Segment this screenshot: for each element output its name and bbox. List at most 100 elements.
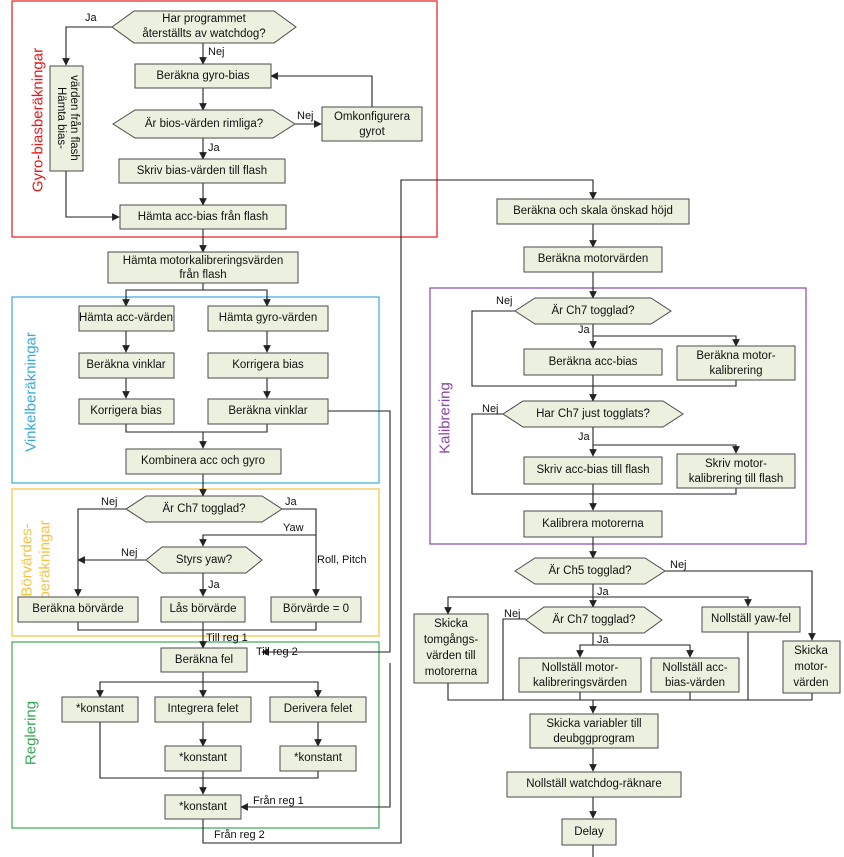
node-berakna-vinklar-right[interactable]: Beräkna vinklar — [207, 398, 329, 425]
node-derivera-text: Derivera felet — [284, 703, 353, 715]
node-hamta-motorkal-line-2: från flash — [179, 269, 226, 281]
node-skicka-motorvarden[interactable]: Skicka motor- värden — [782, 640, 841, 694]
node-skicka-tomgang[interactable]: Skicka tomgångs- värden till motorerna — [413, 613, 489, 684]
node-berakna-vinklar-left[interactable]: Beräkna vinklar — [78, 352, 175, 379]
node-derivera[interactable]: Derivera felet — [269, 696, 367, 723]
node-berakna-motor-kal[interactable]: Beräkna motor- kalibrering — [676, 345, 796, 381]
edge-label-roll-pitch: Roll, Pitch — [317, 554, 367, 566]
edge-fel-split — [99, 672, 319, 697]
node-hamta-acc[interactable]: Hämta acc-värden — [78, 305, 175, 332]
node-berakna-borvarde[interactable]: Beräkna börvärde — [17, 596, 139, 623]
node-korrigera-bias-left-text: Korrigera bias — [90, 405, 162, 417]
node-nollstall-acc-bias-line-2: bias-värden — [665, 677, 725, 689]
node-borvarde-noll[interactable]: Börvärde = 0 — [270, 596, 362, 623]
edge-vinklar-to-reg — [261, 410, 391, 656]
node-ch7-question-kal[interactable]: Är Ch7 togglad? — [514, 297, 672, 325]
edge-label-ja-5: Ja — [578, 324, 591, 336]
node-bias-question[interactable]: Är bios-värden rimliga? — [112, 109, 296, 139]
node-hamta-bias-flash-line-2: värden från flash — [68, 75, 80, 161]
node-skicka-motorvarden-line-3: värden — [793, 677, 828, 689]
node-delay[interactable]: Delay — [561, 818, 617, 846]
node-skriv-bias-flash[interactable]: Skriv bias-värden till flash — [118, 158, 286, 184]
node-nollstall-motor-kal[interactable]: Nollställ motor- kalibreringsvärden — [518, 657, 642, 693]
node-berakna-motorvarden[interactable]: Beräkna motorvärden — [523, 246, 663, 273]
node-berakna-hojd-text: Beräkna och skala önskad höjd — [513, 205, 673, 217]
edge-label-nej-8: Nej — [504, 608, 521, 620]
edge-label-yaw: Yaw — [283, 522, 304, 534]
node-omkonfigurera[interactable]: Omkonfigurera gyrot — [321, 106, 423, 142]
edge-label-nej-3: Nej — [101, 496, 118, 508]
node-ch5-question[interactable]: Är Ch5 togglad? — [514, 557, 666, 585]
node-hamta-bias-flash[interactable]: Hämta bias- värden från flash — [49, 65, 84, 172]
edge-watchdog-yes — [62, 26, 112, 66]
node-las-borvarde-text: Lås börvärde — [169, 603, 236, 615]
edge-label-ja-6: Ja — [578, 431, 591, 443]
edge-label-nej-6: Nej — [482, 403, 499, 415]
node-hamta-gyro[interactable]: Hämta gyro-värden — [207, 305, 329, 332]
edge-ch7kal-split — [593, 335, 740, 347]
node-konstant-3[interactable]: *konstant — [279, 745, 357, 772]
node-ch7-just-question-text: Har Ch7 just togglats? — [536, 408, 650, 420]
edge-ch7low-no — [502, 618, 526, 700]
group-title-vinkel: Vinkelberäkningar — [23, 332, 40, 452]
node-nollstall-acc-bias[interactable]: Nollställ acc- bias-värden — [650, 657, 740, 693]
node-berakna-gyro-bias-text: Beräkna gyro-bias — [156, 70, 250, 82]
edge-label-till-reg-2: Till reg 2 — [256, 646, 298, 658]
node-watchdog-question-line-1: Har programmet — [162, 13, 247, 25]
node-ch7-question-left[interactable]: Är Ch7 togglad? — [125, 495, 283, 523]
group-frames — [11, 0, 807, 829]
group-frame-kalibrering — [429, 287, 807, 545]
node-watchdog-question[interactable]: Har programmet återställts av watchdog? — [111, 10, 297, 44]
edge-label-ja-4: Ja — [208, 579, 221, 591]
node-berakna-acc-bias-text: Beräkna acc-bias — [549, 356, 638, 368]
node-nollstall-yaw[interactable]: Nollställ yaw-fel — [701, 606, 801, 633]
node-kalibrera-motorerna[interactable]: Kalibrera motorerna — [523, 510, 663, 538]
node-konstant-final-text: *konstant — [179, 801, 228, 813]
node-korrigera-bias-left[interactable]: Korrigera bias — [78, 398, 175, 425]
node-skicka-tomgang-line-1: Skicka — [434, 618, 468, 630]
edge-kal-merge-2 — [592, 484, 737, 495]
node-hamta-accbias-flash[interactable]: Hämta acc-bias från flash — [119, 204, 287, 230]
node-skriv-motor-kal-flash[interactable]: Skriv motor- kalibrering till flash — [676, 453, 796, 489]
node-hamta-motorkal[interactable]: Hämta motorkalibreringsvärden från flash — [107, 251, 299, 284]
node-las-borvarde[interactable]: Lås börvärde — [160, 596, 246, 623]
node-ch7-question-lower[interactable]: Är Ch7 togglad? — [525, 606, 663, 634]
node-berakna-acc-bias[interactable]: Beräkna acc-bias — [523, 348, 663, 376]
edge-label-nej-2: Nej — [297, 110, 314, 122]
node-styrs-yaw-question-text: Styrs yaw? — [176, 554, 232, 566]
group-title-borvarde-1: Börvärdes- — [19, 523, 36, 596]
node-skicka-tomgang-line-3: värden till — [426, 650, 475, 662]
edge-hamta-accbias — [65, 171, 120, 221]
node-hamta-bias-flash-line-1: Hämta bias- — [55, 87, 67, 149]
node-omkonfigurera-line-2: gyrot — [359, 126, 385, 138]
node-konstant-final[interactable]: *konstant — [164, 794, 242, 820]
group-title-borvarde-2: beräkningar — [37, 520, 54, 599]
node-konstant-1[interactable]: *konstant — [61, 696, 139, 723]
node-berakna-fel[interactable]: Beräkna fel — [160, 647, 248, 673]
node-skriv-acc-flash-text: Skriv acc-bias till flash — [536, 464, 649, 476]
node-integrera[interactable]: Integrera felet — [154, 696, 252, 723]
node-berakna-motorvarden-text: Beräkna motorvärden — [538, 253, 649, 265]
edge-label-ja-3: Ja — [285, 496, 298, 508]
edges — [62, 26, 816, 857]
node-ch7-just-question[interactable]: Har Ch7 just togglats? — [502, 400, 684, 428]
edge-label-ja-1: Ja — [85, 12, 98, 24]
node-berakna-hojd[interactable]: Beräkna och skala önskad höjd — [496, 198, 690, 225]
node-kombinera[interactable]: Kombinera acc och gyro — [125, 448, 282, 475]
node-hamta-motorkal-line-1: Hämta motorkalibreringsvärden — [123, 255, 283, 267]
node-konstant-2[interactable]: *konstant — [164, 745, 242, 772]
node-skriv-acc-flash[interactable]: Skriv acc-bias till flash — [523, 456, 663, 485]
edge-omkonf-back — [270, 72, 373, 108]
group-title-gyro: Gyro-biasberäkningar — [30, 48, 47, 192]
node-nollstall-watchdog[interactable]: Nollställ watchdog-räknare — [506, 771, 682, 798]
node-korrigera-bias-right[interactable]: Korrigera bias — [207, 352, 329, 379]
edge-label-fran-reg-1: Från reg 1 — [253, 795, 304, 807]
node-skicka-variabler[interactable]: Skicka variabler till deubggprogram — [529, 713, 659, 749]
node-konstant-1-text: *konstant — [76, 703, 125, 715]
edge-label-till-reg-1: Till reg 1 — [206, 632, 248, 644]
node-berakna-borvarde-text: Beräkna börvärde — [32, 603, 123, 615]
edge-label-nej-1: Nej — [208, 46, 225, 58]
node-berakna-gyro-bias[interactable]: Beräkna gyro-bias — [134, 63, 272, 89]
node-styrs-yaw-question[interactable]: Styrs yaw? — [145, 546, 263, 574]
node-ch7-question-lower-text: Är Ch7 togglad? — [552, 614, 635, 626]
